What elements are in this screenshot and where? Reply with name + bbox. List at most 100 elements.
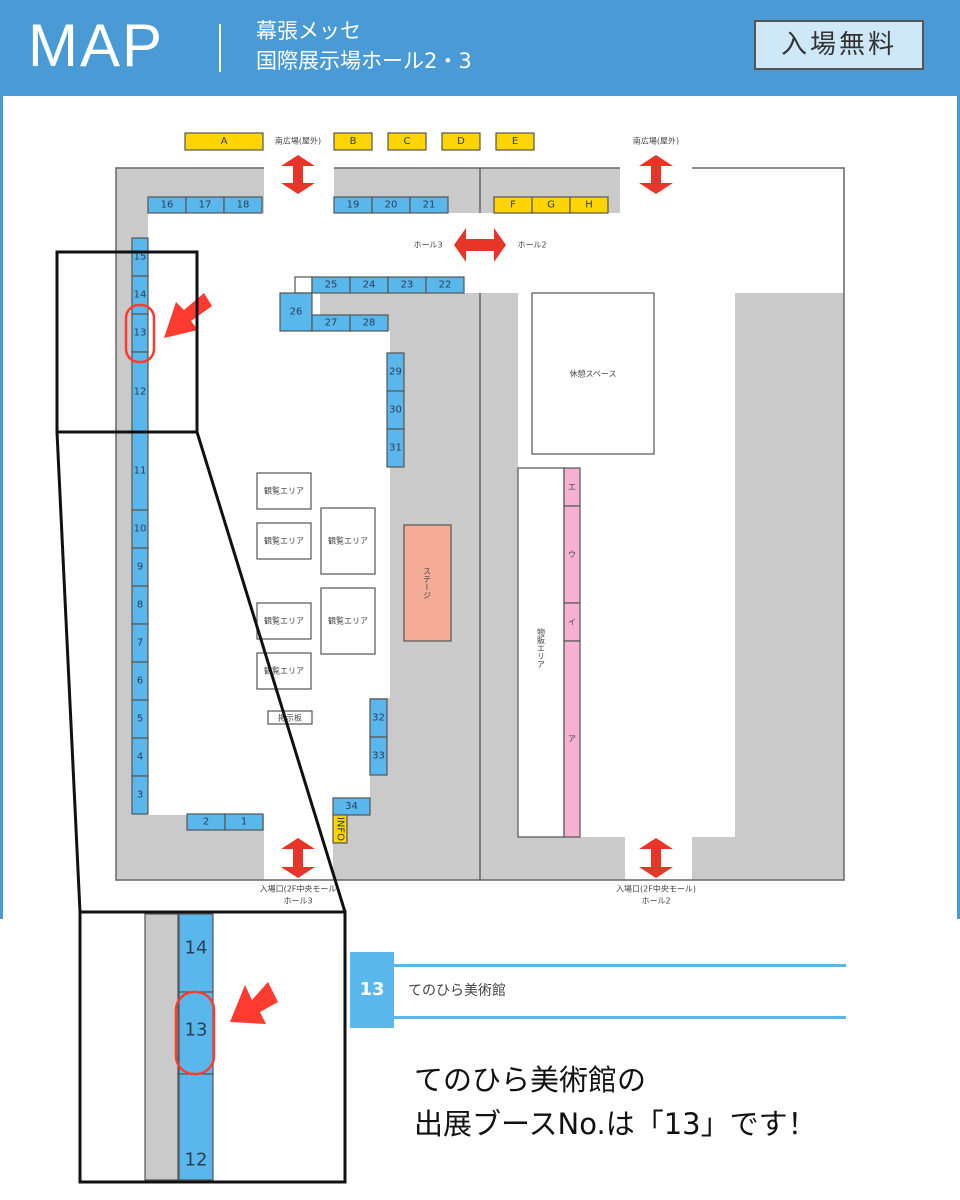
booth-18 [223,196,263,214]
booth-1-label: 1 [241,817,247,828]
booth-18-label: 18 [237,200,250,211]
exhibitor-name: てのひら美術館 [408,983,506,999]
pink-booth-label-3: イ [568,618,576,627]
pink-booth-label-4: ア [568,735,576,744]
booth-3-label: 3 [137,790,143,801]
booth-10-label: 10 [134,524,147,535]
outdoor-label-left: 南広場(屋外) [275,136,321,146]
pointer-arrow-icon [164,293,212,338]
zoom-booth-13-highlight [174,990,216,1076]
booth-25-label: 25 [325,280,338,291]
booth-2-label: 2 [203,817,209,828]
viewing-area-5 [256,602,312,640]
zoom-booth-label-14: 14 [185,938,208,959]
booth-4-label: 4 [137,752,143,763]
exhibitor-card: 13 てのひら美術館 [350,952,846,1028]
booth-27-label: 27 [325,318,338,329]
booth-26-label: 26 [290,307,303,318]
venue-name: 幕張メッセ [256,19,361,43]
pink-booth-label-1: エ [568,483,576,492]
info-booth [332,814,348,844]
viewing-area-4 [320,587,376,655]
viewing-area-1 [256,472,312,510]
magnifier-connector-right [195,431,347,913]
outdoor-booth-E [495,132,535,151]
booth-11-label: 11 [134,466,147,477]
viewing-area-label-4: 観覧エリア [328,616,368,626]
outdoor-booth-A [184,132,264,151]
booth-22 [425,276,465,294]
inner-empty-cell [294,276,313,294]
booth-22-label: 22 [439,280,452,291]
outdoor-booth-C-label: C [404,136,411,147]
outdoor-booth-D [441,132,481,151]
viewing-area-label-3: 観覧エリア [328,536,368,546]
rest-space-label: 休憩スペース [569,369,616,379]
booth-33 [369,736,388,776]
outdoor-booth-A-label: A [221,136,228,147]
rest-space [531,292,655,455]
booth-1 [224,813,264,831]
hall3-label: ホール3 [413,241,442,250]
booth-13-highlight [124,303,156,364]
booth-13-label: 13 [134,328,147,339]
info-booth-label: INFO [335,817,346,841]
magnifier-frame [55,250,199,434]
aisle-hall2-right [735,293,844,880]
booth-15-label: 15 [134,252,147,263]
viewing-area-label-1: 観覧エリア [264,486,304,496]
booth-21-label: 21 [423,200,436,211]
entrance-hall3-sublabel: ホール3 [283,897,312,906]
outdoor-booth-E-label: E [512,136,518,147]
aisle-hall2-left [480,293,518,880]
booth-7-label: 7 [137,638,143,649]
message-line1: てのひら美術館の [414,1063,647,1097]
booth-34 [332,797,371,816]
viewing-area-label-5: 観覧エリア [264,616,304,626]
message-line2: 出展ブースNo.は「13」です！ [414,1107,817,1141]
shop-area-label: 物販エリア [537,627,546,668]
zoom-pointer-arrow-icon [230,982,278,1024]
booth-20-label: 20 [385,200,398,211]
outdoor-booth-B [333,132,373,151]
shop-area [517,467,565,838]
entrance-hall3-label: 入場口(2F中央モール [260,884,337,894]
zoom-inset-aisle [144,913,179,1181]
zoom-booth-12 [178,1073,214,1181]
stage [403,524,452,642]
page-title: MAP [28,12,165,79]
exhibitor-line-top [394,964,846,967]
booth-H [569,196,609,214]
booth-8-label: 8 [137,600,143,611]
booth-31 [386,428,405,468]
map-frame [0,93,960,919]
exhibitor-line-bottom [394,1016,846,1019]
outdoor-booth-B-label: B [350,136,357,147]
entrance-arrow-hall2 [639,838,673,878]
entrance-arrow-south-right [639,155,673,194]
booth-12-label: 12 [134,387,147,398]
booth-F-label: F [510,200,516,211]
booth-24-label: 24 [363,280,376,291]
booth-6-label: 6 [137,676,143,687]
booth-33-label: 33 [372,751,385,762]
booth-17-label: 17 [199,200,212,211]
booth-32-label: 32 [372,713,385,724]
entrance-arrow-hall3 [281,838,315,878]
zoom-booth-label-13: 13 [185,1020,208,1041]
hall2-label: ホール2 [517,241,546,250]
pink-booth-4 [563,640,581,838]
booth-28-label: 28 [363,318,376,329]
pink-booth-label-2: ウ [568,550,576,559]
zoom-booth-14 [178,913,214,993]
venue-hall: 国際展示場ホール2・3 [256,49,472,73]
viewing-area-2 [256,522,312,560]
free-admission-badge: 入場無料 [754,20,924,70]
booth-5-label: 5 [137,714,143,725]
header-divider [219,24,221,72]
booth-28 [349,314,389,332]
booth-23-label: 23 [401,280,414,291]
booth-16-label: 16 [161,200,174,211]
booth-14-label: 14 [134,290,147,301]
booth-30-label: 30 [389,405,402,416]
